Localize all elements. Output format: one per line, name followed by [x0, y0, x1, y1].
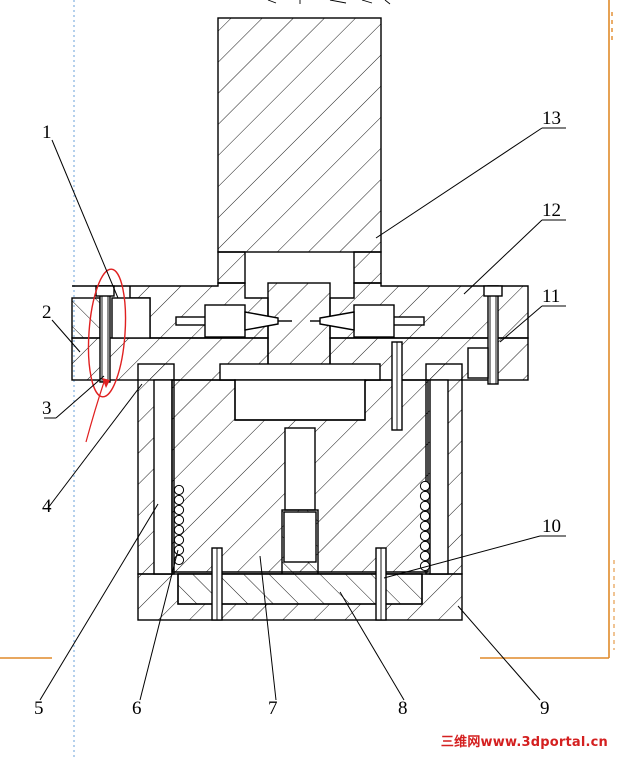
callout-4: 4	[42, 496, 52, 517]
spring-coil	[173, 514, 185, 526]
title-fragment	[267, 0, 391, 5]
spring-coil	[419, 530, 431, 542]
part-6-springs	[173, 480, 431, 572]
callout-8: 8	[398, 698, 408, 719]
drawing-frame	[0, 0, 615, 659]
spring-coil	[173, 524, 185, 536]
callout-10: 10	[542, 516, 561, 537]
callout-3: 3	[42, 398, 52, 419]
part-10-screws	[211, 547, 387, 621]
spring-coil	[173, 544, 185, 556]
callout-labels: 1 2 3 4 5 6 7 8 9 10 11 12 13	[34, 108, 561, 719]
part-7-die	[171, 379, 429, 591]
watermark: 三维网www.3dportal.cn	[440, 735, 608, 750]
callout-13: 13	[542, 108, 561, 129]
part-2-pin	[95, 285, 115, 383]
spring-coil	[173, 554, 185, 566]
center-block	[219, 363, 381, 421]
part-11-pin	[467, 285, 503, 385]
callout-9: 9	[540, 698, 550, 719]
spring-coil	[173, 504, 185, 516]
callout-6: 6	[132, 698, 142, 719]
callout-12: 12	[542, 200, 561, 221]
callout-2: 2	[42, 302, 52, 323]
spring-coil	[419, 510, 431, 522]
callout-1: 1	[42, 122, 52, 143]
vertical-screw	[391, 341, 403, 431]
callout-11: 11	[542, 286, 560, 307]
spring-coil	[419, 480, 431, 492]
side-screws	[175, 304, 425, 338]
red-annotation	[85, 268, 127, 443]
callout-7: 7	[268, 698, 278, 719]
spring-coil	[173, 534, 185, 546]
spring-coil	[419, 550, 431, 562]
spring-coil	[419, 540, 431, 552]
part-9-base	[137, 573, 463, 621]
callout-5: 5	[34, 698, 44, 719]
leaders	[39, 127, 566, 701]
part-4-guide	[137, 363, 463, 575]
spring-coil	[173, 494, 185, 506]
spring-coil	[173, 484, 185, 496]
spring-coil	[419, 490, 431, 502]
spring-coil	[419, 500, 431, 512]
spring-coil	[419, 520, 431, 532]
